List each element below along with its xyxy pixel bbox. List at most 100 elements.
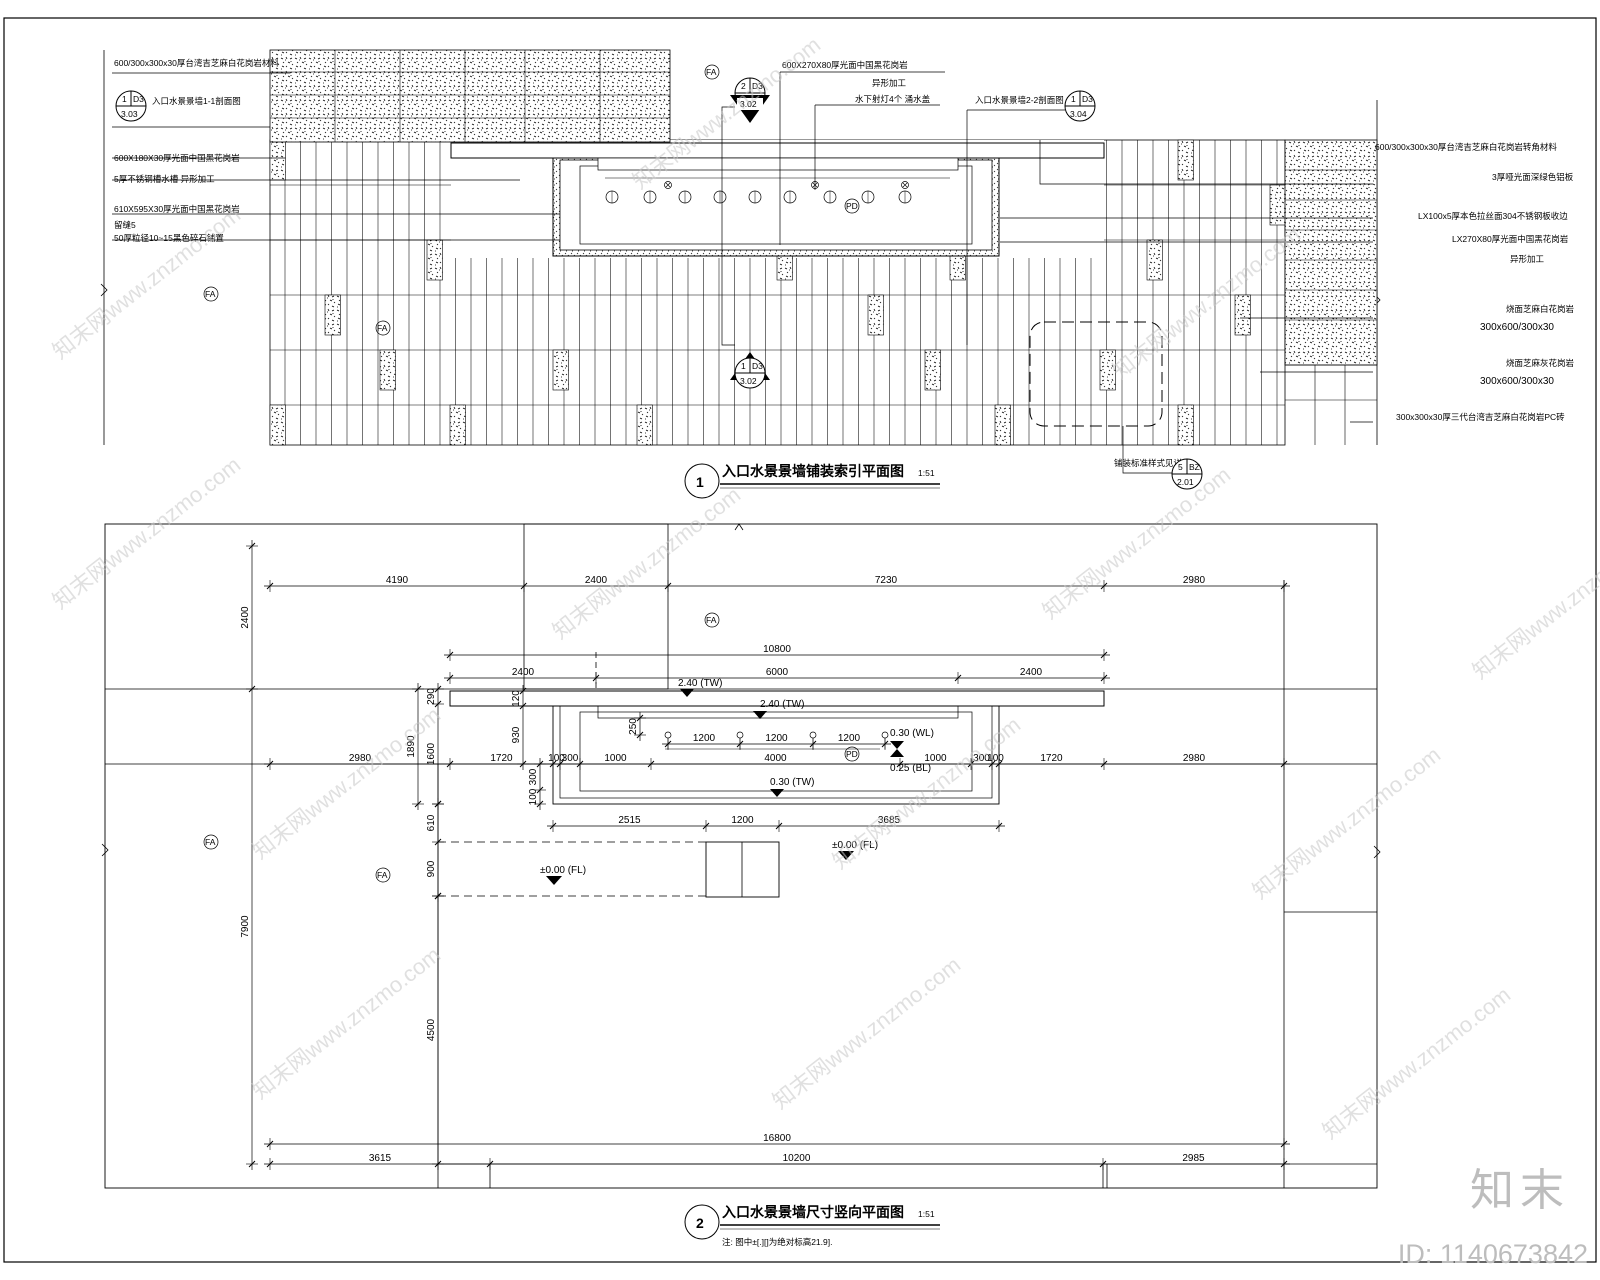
note-custom-r: 异形加工 [1510,254,1545,264]
dim-mid: 2980 [1183,753,1206,764]
accent-paver [1269,184,1286,226]
note-corner-stone: 600/300x300x30厚台湾吉芝麻白花岗岩转角材料 [1375,142,1557,152]
svg-text:±0.00 (FL): ±0.00 (FL) [832,840,878,851]
svg-text:D3: D3 [1082,94,1093,104]
note-grey-granite: 烧面芝麻灰花岗岩 [1506,358,1575,368]
svg-text:D3: D3 [752,81,763,91]
sheet-border [3,17,1597,1263]
planter-outline-dashed [1029,321,1163,427]
note-joint: 留缝5 [114,220,136,230]
note-section-2-2: 入口水景景墙2-2剖面图 [975,95,1064,105]
granite-accent-pavers [269,139,1286,446]
svg-text:FA: FA [377,323,388,333]
drawing-2-title: 2 入口水景景墙尺寸竖向平面图 1:51 注: 图中±[.][]为绝对标高21.… [684,1204,940,1247]
watermark-text: 知末网www.znzmo.com [48,452,245,614]
accent-paver [1146,239,1163,281]
dim-pool: 1200 [731,815,754,826]
accent-paver [1099,349,1116,391]
dim-mid: 300 [562,753,579,764]
level-marker: 0.30 (TW) [770,777,814,797]
step-block [705,841,780,898]
svg-text:1:51: 1:51 [918,1209,935,1219]
watermark-text: 知末网www.znzmo.com [248,702,445,864]
dim-pool: 3685 [878,815,901,826]
svg-text:入口水景景墙尺寸竖向平面图: 入口水景景墙尺寸竖向平面图 [722,1204,904,1220]
dim-left2: 900 [426,860,437,877]
level-marker: 2.40 (TW) [678,678,722,697]
image-id-label: ID: 1140673842 [1397,1239,1588,1269]
accent-paver [269,404,286,446]
accent-paver [426,239,443,281]
svg-text:D3: D3 [752,361,763,371]
dim-small: 100 [528,788,539,805]
note-coping-granite: 600X270X80厚光面中国黑花岗岩 [782,60,908,70]
dim-wall-total: 10800 [763,644,791,655]
note-grey-granite-size: 300x600/300x30 [1480,376,1554,387]
watermark-text: 知末网www.znzmo.com [1318,982,1515,1144]
dim-mid: 1000 [604,753,627,764]
accent-paver [379,349,396,391]
dim-top: 2400 [585,575,608,586]
accent-paver [867,294,884,336]
svg-text:3.04: 3.04 [1070,109,1087,119]
material-tag: FA [375,320,391,336]
svg-text:0.30 (TW): 0.30 (TW) [770,777,814,788]
svg-text:2.40 (TW): 2.40 (TW) [760,699,804,710]
right-wall-stone-cladding [1284,139,1378,366]
dim-mid: 100 [987,753,1004,764]
dim-mid: 300 [973,753,990,764]
dim-mid: 100 [548,753,565,764]
dim-left: 2400 [240,606,251,629]
svg-text:3.02: 3.02 [740,99,757,109]
dim-left: 7900 [240,915,251,938]
svg-text:2: 2 [696,1215,704,1231]
material-tag: FA [203,286,219,302]
watermark-text: 知末网www.znzmo.com [1468,522,1600,684]
material-tag: FA [375,867,391,883]
dim-jet-spacing: 1200 [765,733,788,744]
accent-paver [449,404,466,446]
svg-text:1: 1 [122,94,127,104]
material-tag: FA [704,612,720,628]
level-marker: 2.40 (TW) [753,699,804,719]
watermark-text: 知末网www.znzmo.com [768,952,965,1114]
svg-text:FA: FA [205,289,216,299]
svg-text:PD: PD [846,201,858,211]
watermark-text: 知末网www.znzmo.com [248,942,445,1104]
material-tag: PD [844,746,860,762]
note-black-granite-180: 600X180X30厚光面中国黑花岗岩 [114,153,240,163]
accent-paver [269,139,286,181]
svg-text:3.03: 3.03 [121,109,138,119]
svg-text:D3: D3 [133,94,144,104]
note-custom-work: 异形加工 [872,78,907,88]
note-white-granite: 烧面芝麻白花岗岩 [1506,304,1575,314]
accent-paver [994,404,1011,446]
material-tag: PD [844,198,860,214]
dim-left2: 1600 [426,742,437,765]
drawing-note: 注: 图中±[.][]为绝对标高21.9]. [722,1237,832,1247]
svg-text:0.30 (WL): 0.30 (WL) [890,728,934,739]
jet-nozzle [881,731,889,739]
level-marker: ±0.00 (FL) [832,840,878,860]
section-symbol-2: 2 D3 3.02 [730,77,770,123]
note-stone-cladding: 600/300x300x30厚台湾吉芝麻白花岗岩材料 [114,58,279,68]
dim-small: 120 [511,690,522,707]
svg-text:入口水景景墙铺装索引平面图: 入口水景景墙铺装索引平面图 [722,463,904,479]
svg-text:1:51: 1:51 [918,468,935,478]
note-steel-trough: 5厚不锈钢槽水槽 异形加工 [114,174,215,184]
dim-mid: 1000 [924,753,947,764]
dim-top: 7230 [875,575,898,586]
dim-left2: 290 [426,688,437,705]
level-marker: ±0.00 (FL) [540,865,586,885]
jet-nozzle [664,731,672,739]
dim-mid: 1720 [490,753,513,764]
svg-text:2: 2 [741,81,746,91]
dim-bottom-total: 16800 [763,1133,791,1144]
svg-text:±0.00 (FL): ±0.00 (FL) [540,865,586,876]
